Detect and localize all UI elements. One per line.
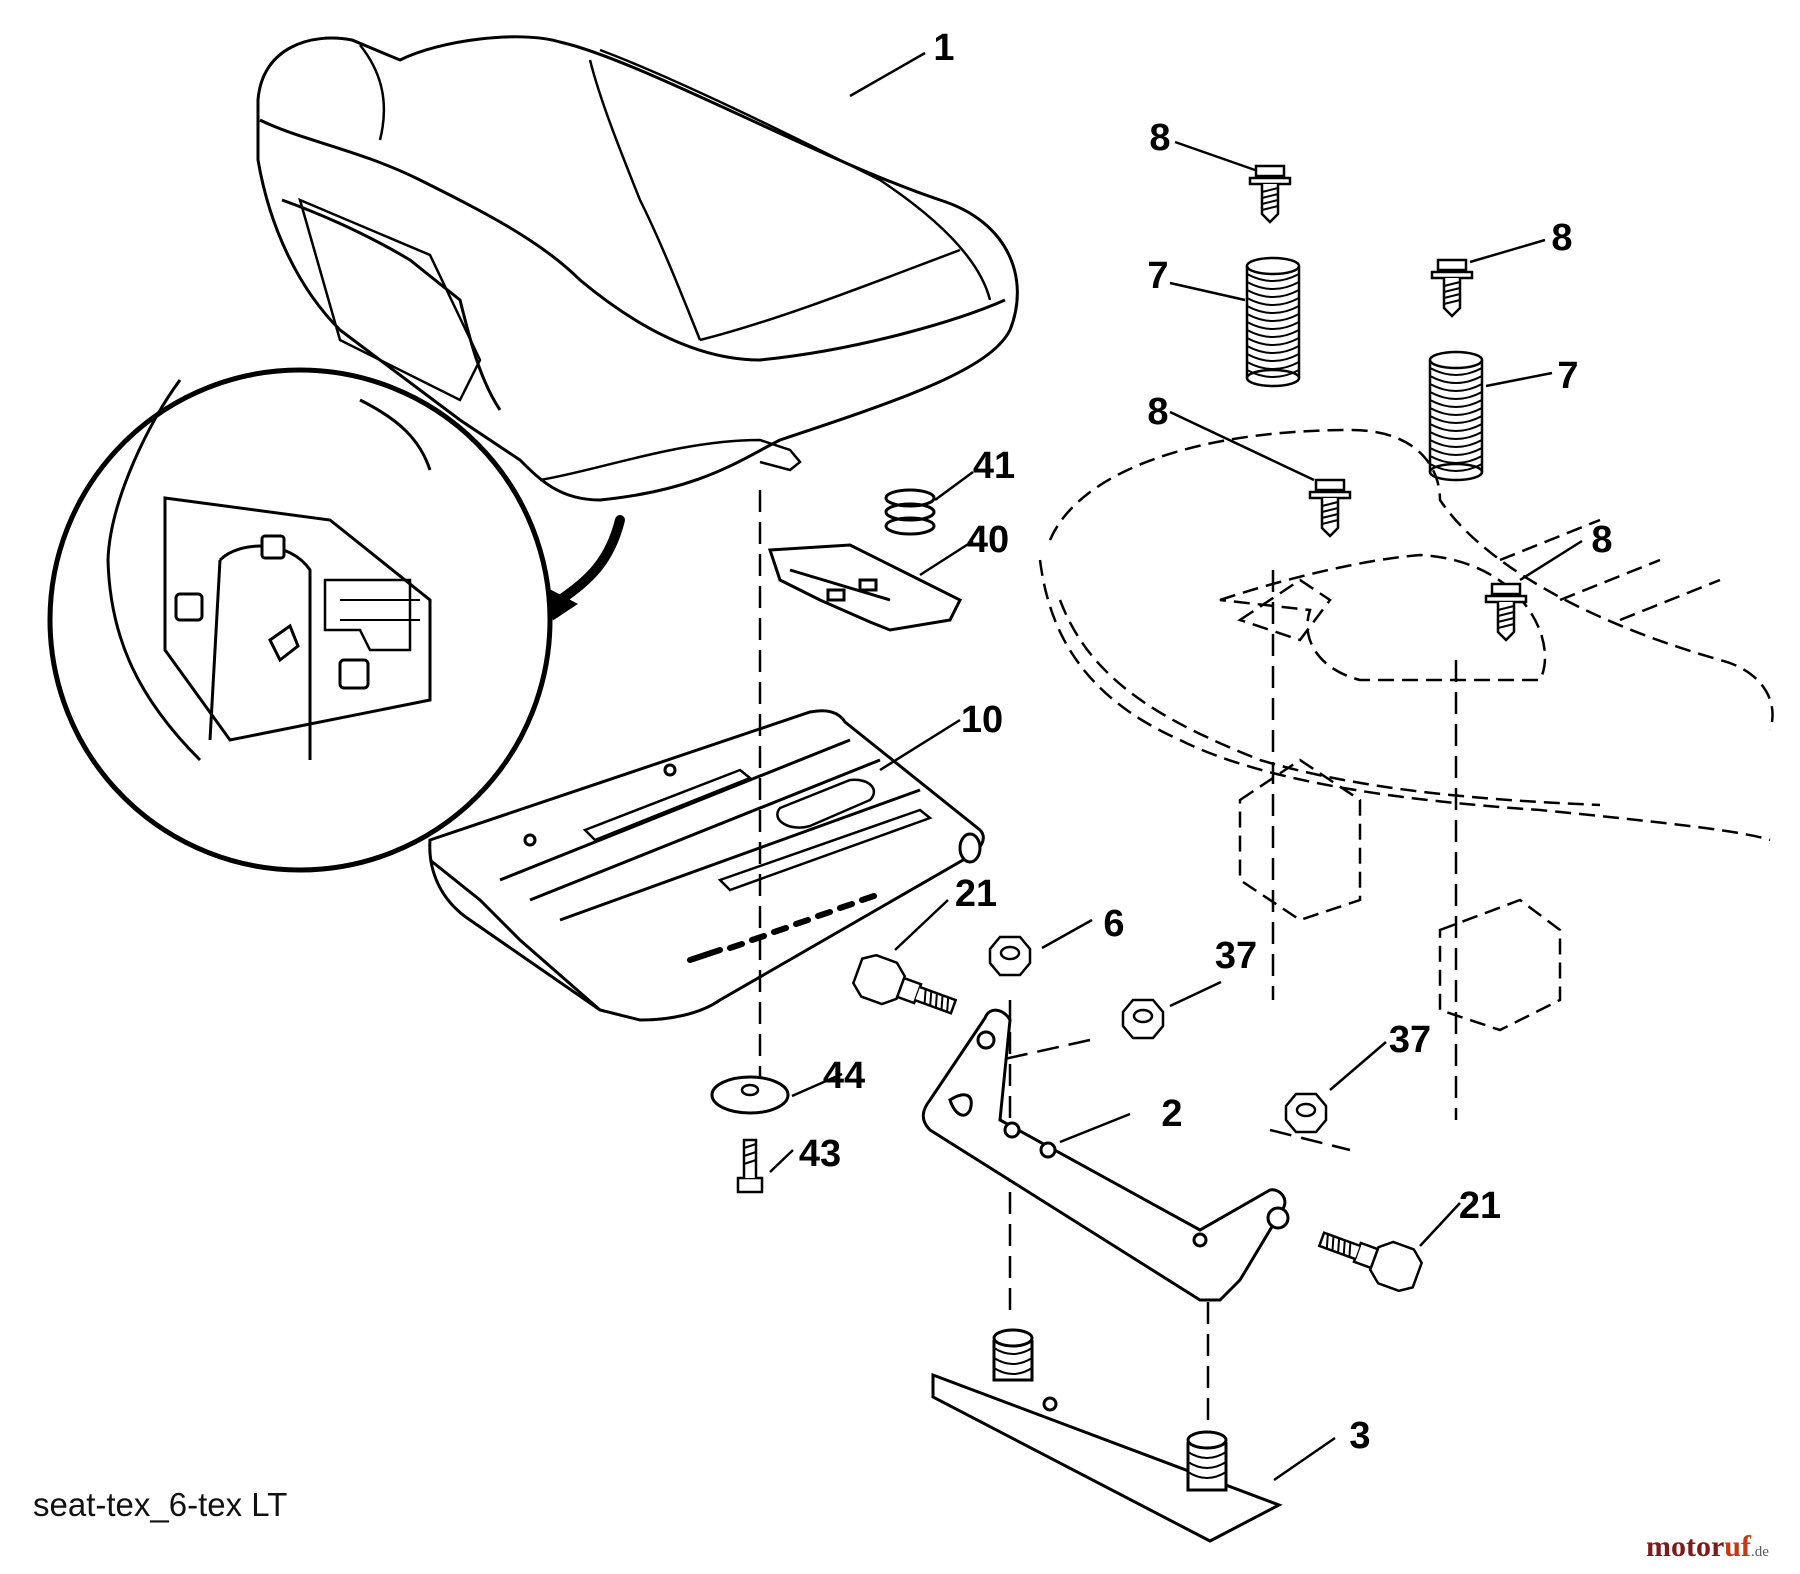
callout-6: 6 (1103, 903, 1124, 945)
frame-bolts (1248, 164, 1528, 642)
callout-1: 1 (933, 27, 954, 69)
bracket-part (921, 1008, 1290, 1302)
watermark-logo: motoruf.de (1646, 1530, 1769, 1564)
detail-inset (47, 367, 625, 873)
callout-7: 7 (1557, 355, 1578, 397)
hardware (710, 935, 1427, 1297)
alignment-lines (758, 490, 1458, 1430)
watermark-part: uf (1724, 1530, 1751, 1563)
small-spring-part (884, 488, 936, 536)
callout-43: 43 (799, 1133, 841, 1175)
callout-8: 8 (1147, 391, 1168, 433)
callout-8: 8 (1551, 217, 1572, 259)
callout-2: 2 (1161, 1093, 1182, 1135)
callout-10: 10 (961, 699, 1003, 741)
leader-lines (769, 51, 1583, 1482)
callout-7: 7 (1147, 255, 1168, 297)
callout-8: 8 (1591, 519, 1612, 561)
callout-40: 40 (967, 519, 1009, 561)
callout-37: 37 (1389, 1019, 1431, 1061)
callout-21: 21 (1459, 1185, 1501, 1227)
watermark-part: .de (1750, 1544, 1769, 1560)
callout-41: 41 (973, 445, 1015, 487)
diagram-caption: seat-tex_6-tex LT (33, 1486, 288, 1523)
callout-44: 44 (823, 1055, 865, 1097)
seat-pan-part (428, 709, 985, 1022)
plate-part (931, 1328, 1283, 1543)
watermark-part: motor (1646, 1530, 1725, 1563)
callout-37: 37 (1215, 935, 1257, 977)
lever-part (767, 543, 963, 632)
frame-outline (1038, 428, 1774, 1032)
callout-3: 3 (1349, 1415, 1370, 1457)
callout-21: 21 (955, 873, 997, 915)
seat-part (256, 35, 1019, 502)
callout-8: 8 (1149, 117, 1170, 159)
callout-labels: 1 8 8 7 7 8 8 41 40 10 21 6 37 37 44 43 … (799, 27, 1613, 1457)
